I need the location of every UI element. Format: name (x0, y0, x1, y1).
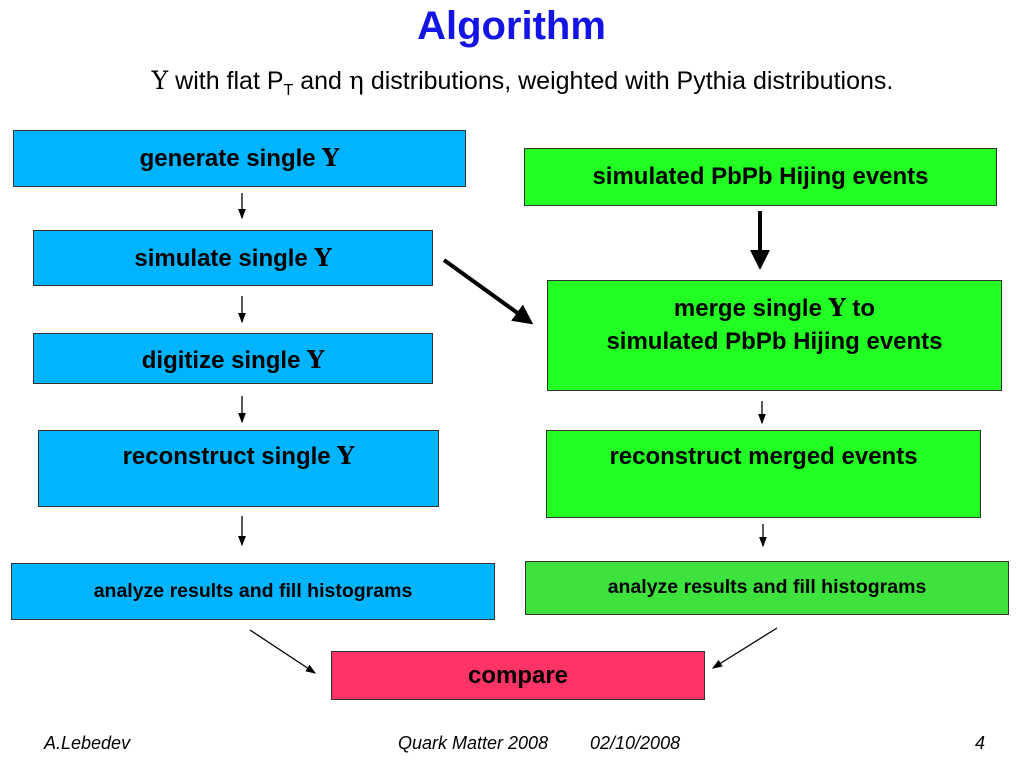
digitize-single-box: digitize single Υ (33, 333, 433, 384)
subtitle-part3: distributions, weighted with Pythia dist… (363, 67, 894, 95)
reconstruct-single-box: reconstruct single Υ (38, 430, 439, 507)
analyze-left-box: analyze results and fill histograms (11, 563, 495, 620)
eta-symbol: η (348, 66, 364, 95)
merge-line1: merge single Υ to (673, 293, 876, 322)
simulate-single-box: simulate single Υ (33, 230, 433, 286)
compare-box: compare (331, 651, 705, 700)
merge-line2: simulated PbPb Hijing events (606, 328, 943, 355)
slide-title: Algorithm (417, 4, 606, 48)
footer-conference: Quark Matter 2008 (398, 733, 549, 753)
compare-label: compare (467, 662, 569, 689)
upsilon-symbol: Υ (337, 441, 355, 470)
upsilon-symbol: Υ (314, 243, 332, 272)
subtitle-subscript: T (283, 82, 294, 99)
analyze-left-label: analyze results and fill histograms (93, 580, 413, 602)
slide-subtitle: Υ with flat PT and η distributions, weig… (0, 66, 1023, 100)
reconstruct-merged-label: reconstruct merged events (609, 443, 918, 470)
upsilon-symbol: Υ (322, 143, 340, 172)
upsilon-symbol: Υ (307, 345, 325, 374)
analyze-right-label: analyze results and fill histograms (607, 576, 927, 598)
generate-single-box: generate single Υ (13, 130, 466, 187)
arrow-right-compare (711, 627, 778, 669)
arrow-left-compare (249, 629, 317, 674)
subtitle-part1: with flat P (168, 67, 284, 95)
merge-box: merge single Υ to simulated PbPb Hijing … (547, 280, 1002, 391)
arrow-simulate-merge (442, 258, 534, 325)
footer-page-number: 4 (975, 733, 986, 753)
hijing-label: simulated PbPb Hijing events (592, 163, 929, 190)
analyze-right-box: analyze results and fill histograms (525, 561, 1009, 615)
upsilon-symbol: Υ (151, 66, 169, 95)
generate-label: generate single (139, 145, 323, 172)
simulate-label: simulate single (134, 245, 315, 272)
reconstruct-merged-box: reconstruct merged events (546, 430, 981, 518)
hijing-events-box: simulated PbPb Hijing events (524, 148, 997, 206)
footer-date: 02/10/2008 (590, 733, 681, 753)
footer-author: A.Lebedev (44, 733, 131, 753)
upsilon-symbol: Υ (828, 293, 846, 322)
digitize-label: digitize single (141, 347, 308, 374)
reconstruct-single-label: reconstruct single (122, 443, 338, 470)
subtitle-part2: and (293, 67, 349, 95)
